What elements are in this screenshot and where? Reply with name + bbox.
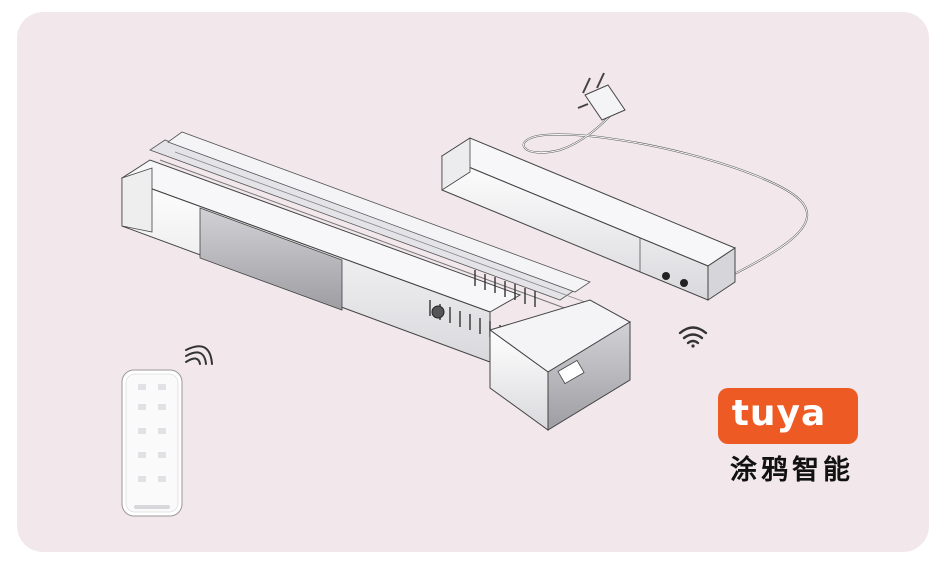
wifi-signal-icon <box>678 326 708 348</box>
tuya-logo-badge: tuya <box>718 388 858 444</box>
curtain-motor <box>440 72 809 301</box>
tuya-brand-name: 涂鸦智能 <box>730 455 854 486</box>
remote-control <box>121 369 183 517</box>
tuya-logo-word: tuya <box>731 393 827 434</box>
remote-signal-icon <box>185 345 213 365</box>
curtain-track <box>120 131 631 431</box>
